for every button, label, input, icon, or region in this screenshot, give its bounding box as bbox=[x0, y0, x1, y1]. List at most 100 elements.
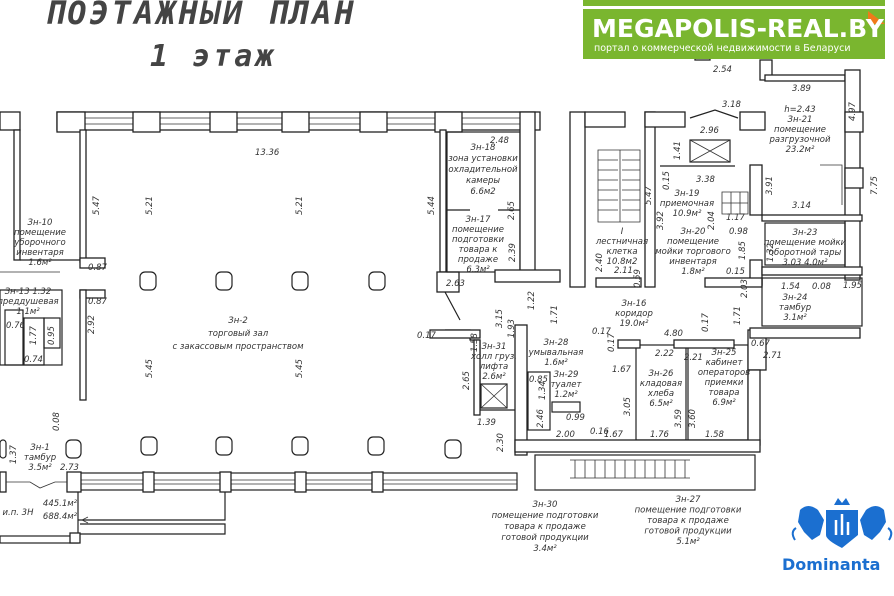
room-label-line: преддушевая bbox=[0, 297, 59, 307]
room-label-line: приемочная bbox=[660, 199, 714, 209]
dimension-label: 1.58 bbox=[470, 332, 480, 352]
dimension-label: 2.39 bbox=[508, 243, 518, 262]
room-label-line: 688.4м² bbox=[43, 512, 78, 522]
dimension-label: 0.76 bbox=[6, 321, 26, 331]
room-label-line: 6.9м² bbox=[712, 398, 736, 408]
dimension-label: 1.34 bbox=[538, 381, 548, 400]
dimension-label: 5.45 bbox=[295, 359, 305, 378]
room-label-line: 19.0м² bbox=[620, 319, 649, 329]
dimension-label: 2.11 bbox=[614, 266, 633, 276]
dimension-label: 0.17 bbox=[592, 327, 612, 337]
room-label-id: Зн-26 bbox=[649, 369, 674, 379]
dimension-label: 0.87 bbox=[88, 263, 108, 273]
room-label-line: кабинет bbox=[706, 358, 744, 368]
dimension-label: 3.92 bbox=[656, 211, 666, 230]
room-label-line: 1.6м² bbox=[544, 358, 568, 368]
walls bbox=[0, 39, 864, 544]
dimension-label: 0.85 bbox=[529, 375, 548, 385]
dimension-label: 0.16 bbox=[590, 427, 610, 437]
dimension-label: 3.05 bbox=[623, 397, 633, 416]
dimension-label: 2.73 bbox=[60, 463, 79, 473]
room-label-line: оборотной тары bbox=[769, 248, 842, 258]
dimension-label: 3.14 bbox=[792, 201, 811, 211]
dimension-label: 0.08 bbox=[52, 411, 62, 431]
room-label-line: мойки торгового bbox=[655, 247, 731, 257]
room-label-line: 3.4м² bbox=[533, 544, 557, 554]
room-label-line: умывальная bbox=[528, 348, 584, 358]
dimension-label: 3.15 bbox=[495, 309, 505, 328]
dimension-label: 3.89 bbox=[792, 84, 811, 94]
dimension-label: 1.85 bbox=[738, 241, 748, 260]
room-label-line: инвентаря bbox=[669, 257, 717, 267]
room-label-line: готовой продукции bbox=[644, 527, 732, 537]
room-label-line: 6.6м2 bbox=[470, 187, 495, 197]
room-label-line: 6.3м² bbox=[466, 265, 490, 275]
room-label-line: тамбур bbox=[24, 453, 56, 463]
room-label-line: 10.8м2 bbox=[607, 257, 638, 267]
room-label-line: лестничная bbox=[595, 237, 648, 247]
dominanta-logo: Dominanta bbox=[776, 478, 894, 578]
dimension-label: 0.99 bbox=[566, 413, 585, 423]
room-label-line: товара к bbox=[459, 245, 499, 255]
room-label-id: Зн-25 bbox=[712, 348, 737, 358]
room-label-id: 445.1м² bbox=[43, 499, 78, 509]
room-label-line: подготовки bbox=[452, 235, 505, 245]
dimension-label: 1.37 bbox=[9, 444, 19, 464]
room-label-line: холл груз. bbox=[470, 352, 517, 362]
room-label-line: товара к продаже bbox=[504, 522, 586, 532]
dimension-label: 3.18 bbox=[722, 100, 742, 110]
room-label-line: помещение подготовки bbox=[635, 506, 742, 516]
room-label-id: I bbox=[621, 227, 624, 237]
room-label-line: 6.5м² bbox=[649, 399, 673, 409]
room-label-line: 2.6м² bbox=[482, 372, 506, 382]
dimension-label: 2.46 bbox=[536, 408, 546, 428]
dimension-label: 0.67 bbox=[751, 339, 771, 349]
banner-site-name: MEGAPOLIS-REAL.BY bbox=[592, 14, 885, 43]
room-label-line: 23.2м² bbox=[786, 145, 815, 155]
room-label-id: Зн-16 bbox=[622, 299, 647, 309]
columns bbox=[0, 271, 462, 459]
room-label-line: 1.8м² bbox=[681, 267, 705, 277]
dimension-label: 5.47 bbox=[644, 185, 654, 205]
plan-title: ПОЭТАЖНЫЙ ПЛАН bbox=[45, 0, 357, 32]
room-label-line: помещение bbox=[667, 237, 719, 247]
logo-text: Dominanta bbox=[782, 555, 880, 574]
room-label-id: Зн-2 bbox=[228, 316, 247, 326]
room-label-line: торговый зал bbox=[208, 329, 269, 339]
room-label-line: 1.2м² bbox=[554, 390, 578, 400]
dimension-label: 1.41 bbox=[673, 141, 683, 160]
dimension-label: 1.54 bbox=[781, 282, 800, 292]
megapolis-banner[interactable]: MEGAPOLIS-REAL.BY портал о коммерческой … bbox=[583, 0, 885, 59]
room-label-line: 3.03 4.0м² bbox=[783, 258, 829, 268]
room-label-line: 10.9м² bbox=[673, 209, 702, 219]
dimension-label: 1.58 bbox=[705, 430, 725, 440]
dimension-label: 2.30 bbox=[496, 433, 506, 452]
room-label-id: Зн-1 bbox=[30, 443, 49, 453]
room-label-line: клетка bbox=[606, 247, 637, 257]
dimension-label: 13.36 bbox=[255, 148, 280, 158]
room-label-line: хлеба bbox=[647, 389, 674, 399]
dimension-label: 2.04 bbox=[707, 211, 717, 230]
dimension-label: 2.65 bbox=[507, 201, 517, 220]
dimension-label: 1.93 bbox=[507, 319, 517, 338]
room-label-line: операторов bbox=[698, 368, 750, 378]
banner-corner-icon bbox=[868, 11, 885, 24]
dimension-label: 5.44 bbox=[427, 196, 437, 215]
room-label-line: помещение мойки bbox=[764, 238, 847, 248]
dimension-label: 2.48 bbox=[490, 136, 510, 146]
dimension-label: 1.76 bbox=[650, 430, 670, 440]
dimension-label: 0.17 bbox=[607, 332, 617, 352]
dimension-label: 3.59 bbox=[674, 409, 684, 428]
room-labels: Зн-10помещениеуборочногоинвентаря1.6м²Зн… bbox=[0, 105, 847, 554]
room-label-id: Зн-17 bbox=[466, 215, 491, 225]
room-label-line: 3.1м² bbox=[783, 313, 807, 323]
room-label-line: охладительной bbox=[448, 165, 518, 175]
room-label-line: камеры bbox=[466, 176, 500, 186]
exterior-stairs bbox=[570, 459, 690, 479]
room-label-line: разгрузочной bbox=[768, 135, 831, 145]
room-label-line: с закассовым пространством bbox=[172, 342, 304, 352]
room-label-id: Зн-29 bbox=[554, 370, 579, 380]
room-label-id: Зн-20 bbox=[681, 227, 706, 237]
